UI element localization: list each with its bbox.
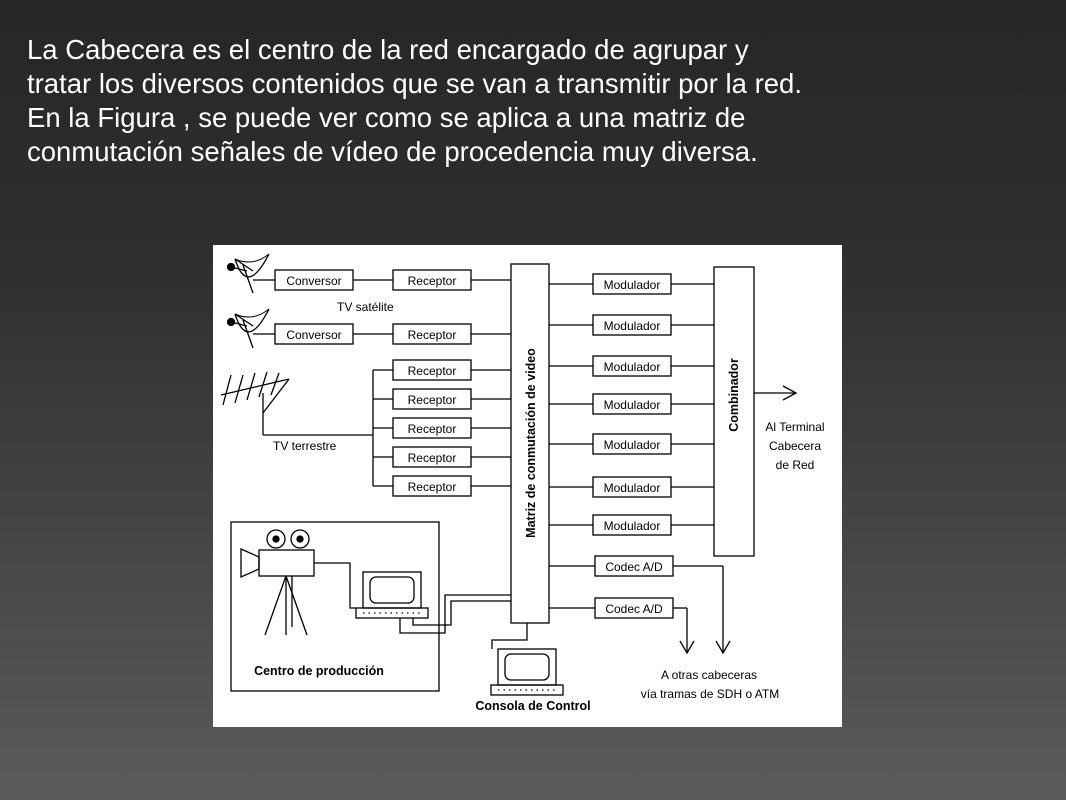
paragraph-line: En la Figura , se puede ver como se apli…: [27, 102, 746, 133]
receptor-label: Receptor: [408, 274, 457, 288]
production-center-box: [230, 521, 440, 692]
receptor-label: Receptor: [408, 364, 457, 378]
modulador-label: Modulador: [604, 278, 661, 292]
satellite-dish-icon: [226, 308, 270, 349]
modulador-label: Modulador: [604, 360, 661, 374]
receptor-label: Receptor: [408, 451, 457, 465]
receptor-label: Receptor: [408, 422, 457, 436]
modulador-label: Modulador: [604, 398, 661, 412]
modulador-label: Modulador: [604, 519, 661, 533]
terminal-label: de Red: [776, 458, 815, 472]
console-monitor-icon: [490, 648, 564, 696]
codec-label: Codec A/D: [605, 602, 663, 616]
matrix-label: Matriz de conmutación de video: [524, 348, 538, 538]
description-paragraph: La Cabecera es el centro de la red encar…: [27, 33, 1057, 169]
tv-satelite-label: TV satélite: [337, 300, 394, 314]
conversor-label: Conversor: [286, 274, 341, 288]
modulador-label: Modulador: [604, 438, 661, 452]
terminal-label: Al Terminal: [765, 420, 824, 434]
console-label: Consola de Control: [475, 699, 590, 713]
camera-icon: [240, 529, 331, 636]
antenna-icon: [220, 371, 373, 436]
monitor-icon: [355, 571, 429, 619]
production-center-label: Centro de producción: [254, 664, 384, 678]
modulador-label: Modulador: [604, 319, 661, 333]
conversor-label: Conversor: [286, 328, 341, 342]
combinador-label: Combinador: [727, 358, 741, 432]
receptor-label: Receptor: [408, 393, 457, 407]
receptor-label: Receptor: [408, 480, 457, 494]
satellite-dish-icon: [226, 253, 270, 294]
otras-cabeceras-label: vía tramas de SDH o ATM: [641, 687, 780, 701]
paragraph-line: conmutación señales de vídeo de proceden…: [27, 136, 758, 167]
receptor-label: Receptor: [408, 328, 457, 342]
paragraph-line: tratar los diversos contenidos que se va…: [27, 68, 802, 99]
tv-terrestre-label: TV terrestre: [273, 439, 337, 453]
headend-diagram: Conversor Conversor Receptor Receptor Re…: [213, 245, 842, 727]
modulador-label: Modulador: [604, 481, 661, 495]
terminal-label: Cabecera: [769, 439, 821, 453]
combinador-box: [713, 266, 755, 557]
codec-label: Codec A/D: [605, 560, 663, 574]
otras-cabeceras-label: A otras cabeceras: [661, 668, 757, 682]
paragraph-line: La Cabecera es el centro de la red encar…: [27, 34, 749, 65]
